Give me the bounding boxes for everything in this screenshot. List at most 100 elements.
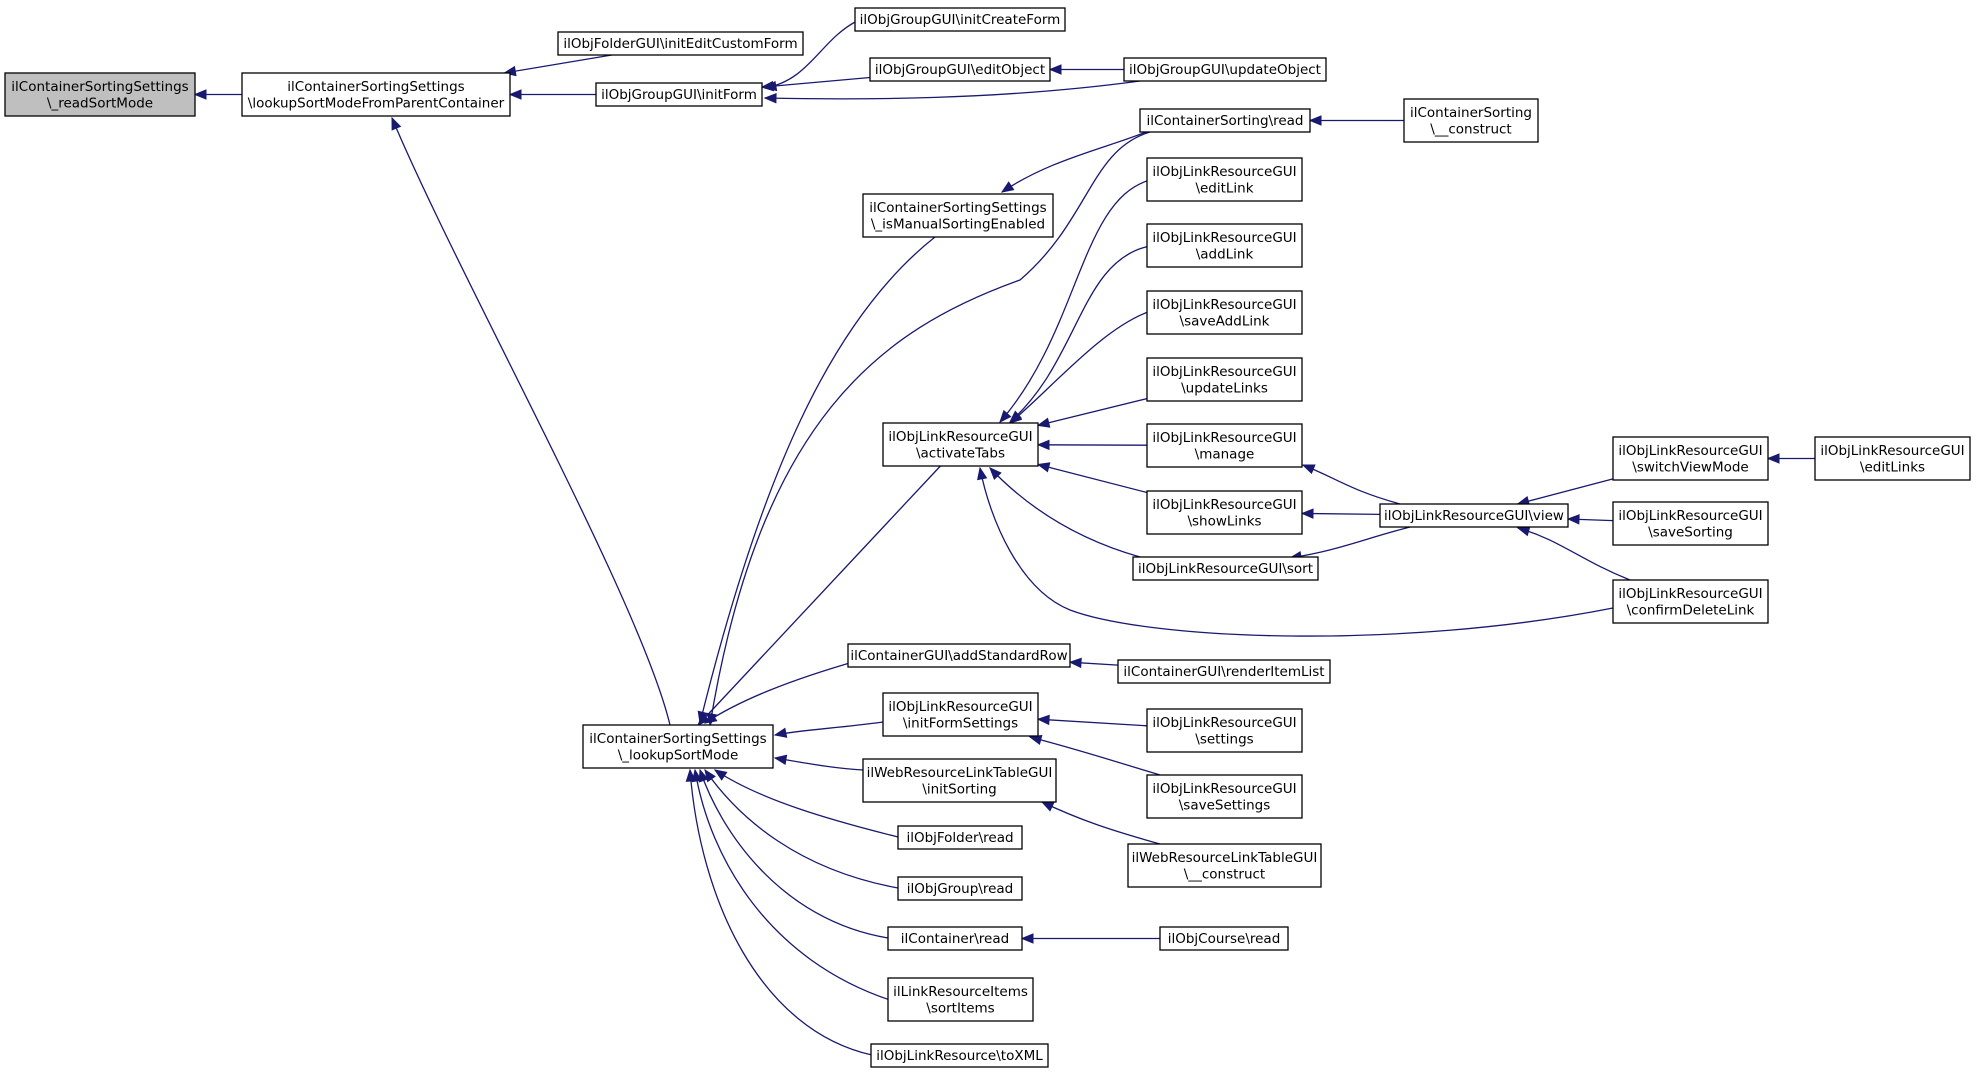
arrowhead (999, 409, 1012, 423)
node-lrItemsSortItems[interactable]: ilLinkResourceItems\sortItems (887, 977, 1034, 1022)
node-label-line: ilObjFolderGUI\initEditCustomForm (563, 36, 797, 52)
arrowhead (773, 727, 788, 738)
edge-lookupSortMode-to-lookupSortModeFromParent (391, 116, 671, 726)
node-webResInitSorting[interactable]: ilWebResourceLinkTableGUI\initSorting (862, 758, 1057, 803)
arrowhead (703, 712, 718, 724)
node-lrUpdateLinks[interactable]: ilObjLinkResourceGUI\updateLinks (1146, 357, 1303, 402)
node-groupRead[interactable]: ilObjGroup\read (897, 876, 1023, 901)
node-box (847, 643, 1071, 668)
node-lrToXML[interactable]: ilObjLinkResource\toXML (870, 1043, 1049, 1068)
node-lrConfirmDeleteLink[interactable]: ilObjLinkResourceGUI\confirmDeleteLink (1612, 579, 1769, 624)
node-box (1814, 436, 1971, 481)
node-label-line: ilContainerGUI\addStandardRow (850, 648, 1067, 664)
arrowhead (508, 89, 522, 100)
node-lookupSortMode[interactable]: ilContainerSortingSettings\_lookupSortMo… (582, 724, 774, 769)
node-box (1612, 436, 1769, 481)
node-box (1146, 708, 1303, 753)
node-containerRead[interactable]: ilContainer\read (887, 926, 1023, 951)
node-label-line: ilContainerSortingSettings (11, 79, 188, 95)
node-lrSwitchViewMode[interactable]: ilObjLinkResourceGUI\switchViewMode (1612, 436, 1769, 481)
node-box (882, 692, 1039, 737)
node-groupInitCreateForm[interactable]: ilObjGroupGUI\initCreateForm (854, 7, 1066, 32)
arrowhead (760, 80, 774, 92)
edge-lrSaveAddLink-to-lrActivateTabs (1008, 311, 1149, 424)
node-label-line: ilObjGroup\read (907, 881, 1014, 897)
node-box (582, 724, 774, 769)
node-lrAddLink[interactable]: ilObjLinkResourceGUI\addLink (1146, 223, 1303, 268)
node-lrManage[interactable]: ilObjLinkResourceGUI\manage (1146, 423, 1303, 468)
node-courseRead[interactable]: ilObjCourse\read (1159, 926, 1289, 951)
node-box (887, 977, 1034, 1022)
node-label-line: ilContainerSortingSettings (589, 731, 766, 747)
node-containerSortingRead[interactable]: ilContainerSorting\read (1139, 108, 1311, 133)
node-label-line: ilObjLinkResourceGUI (1618, 443, 1762, 459)
node-label-line: ilObjLinkResourceGUI (1618, 586, 1762, 602)
node-label-line: \__construct (1430, 121, 1511, 137)
edge-lrSettings-to-lrInitFormSettings (1036, 714, 1148, 727)
node-box (1146, 157, 1303, 202)
node-lrEditLink[interactable]: ilObjLinkResourceGUI\editLink (1146, 157, 1303, 202)
node-box (1127, 843, 1322, 888)
node-lrEditLinks[interactable]: ilObjLinkResourceGUI\editLinks (1814, 436, 1971, 481)
node-label-line: ilObjLinkResourceGUI (1152, 430, 1296, 446)
node-isManualSortingEnabled[interactable]: ilContainerSortingSettings\_isManualSort… (862, 193, 1054, 238)
node-label-line: ilObjLinkResourceGUI (1152, 364, 1296, 380)
arrowhead (1020, 933, 1034, 944)
node-lookupSortModeFromParent[interactable]: ilContainerSortingSettings\lookupSortMod… (241, 72, 511, 117)
node-containerAddStandardRow[interactable]: ilContainerGUI\addStandardRow (847, 643, 1071, 668)
node-containerRenderItemList[interactable]: ilContainerGUI\renderItemList (1117, 659, 1331, 684)
node-lrSettings[interactable]: ilObjLinkResourceGUI\settings (1146, 708, 1303, 753)
arrowhead (977, 466, 988, 481)
node-lrSort[interactable]: ilObjLinkResourceGUI\sort (1132, 556, 1319, 581)
node-label-line: ilWebResourceLinkTableGUI (867, 765, 1053, 781)
arrowhead (1566, 514, 1580, 525)
node-label-line: ilObjLinkResourceGUI (1152, 230, 1296, 246)
node-box (1146, 223, 1303, 268)
node-webResConstruct[interactable]: ilWebResourceLinkTableGUI\__construct (1127, 843, 1322, 888)
node-box (1139, 108, 1311, 133)
node-lrSaveSorting[interactable]: ilObjLinkResourceGUI\saveSorting (1612, 501, 1769, 546)
edge-groupUpdateObject-to-groupEditObject (1048, 64, 1124, 75)
node-lrShowLinks[interactable]: ilObjLinkResourceGUI\showLinks (1146, 490, 1303, 535)
node-lrView[interactable]: ilObjLinkResourceGUI\view (1379, 503, 1569, 528)
node-folderRead[interactable]: ilObjFolder\read (897, 825, 1023, 850)
node-groupUpdateObject[interactable]: ilObjGroupGUI\updateObject (1123, 57, 1327, 82)
node-groupEditObject[interactable]: ilObjGroupGUI\editObject (869, 57, 1051, 82)
edge-lrUpdateLinks-to-lrActivateTabs (1036, 397, 1148, 428)
node-box (4, 72, 196, 117)
node-lrSaveAddLink[interactable]: ilObjLinkResourceGUI\saveAddLink (1146, 290, 1303, 335)
node-box (887, 926, 1023, 951)
arrowhead (1068, 657, 1082, 669)
arrowhead (1036, 714, 1050, 726)
node-label-line: ilWebResourceLinkTableGUI (1132, 850, 1318, 866)
node-label-line: \editLinks (1860, 459, 1925, 475)
node-label-line: \initFormSettings (903, 715, 1018, 731)
node-label-line: \settings (1195, 731, 1253, 747)
arrowhead (763, 92, 777, 104)
arrowhead (697, 713, 710, 726)
edge-lrConfirmDeleteLink-to-lrView (1516, 526, 1631, 581)
node-lrSaveSettings[interactable]: ilObjLinkResourceGUI\saveSettings (1146, 774, 1303, 819)
node-box (241, 72, 511, 117)
node-box (862, 758, 1057, 803)
arrowhead (1000, 181, 1015, 193)
node-label-line: \confirmDeleteLink (1627, 602, 1755, 618)
node-containerSortingConstruct[interactable]: ilContainerSorting\__construct (1403, 98, 1539, 143)
node-label-line: \addLink (1196, 246, 1254, 262)
node-label-line: ilObjLinkResourceGUI (1152, 715, 1296, 731)
node-folderInitEditCustomForm[interactable]: ilObjFolderGUI\initEditCustomForm (557, 31, 804, 56)
node-layer: ilContainerSortingSettings\_readSortMode… (4, 7, 1971, 1068)
node-readSortMode[interactable]: ilContainerSortingSettings\_readSortMode (4, 72, 196, 117)
node-lrInitFormSettings[interactable]: ilObjLinkResourceGUI\initFormSettings (882, 692, 1039, 737)
arrowhead (1766, 453, 1780, 464)
node-groupInitForm[interactable]: ilObjGroupGUI\initForm (595, 82, 763, 107)
node-label-line: ilContainer\read (901, 931, 1009, 947)
arrowhead (1036, 417, 1051, 428)
node-label-line: ilObjLinkResourceGUI (1152, 297, 1296, 313)
arrowhead (773, 754, 788, 765)
node-label-line: ilObjLinkResourceGUI\sort (1138, 561, 1313, 577)
node-lrActivateTabs[interactable]: ilObjLinkResourceGUI\activateTabs (882, 422, 1039, 467)
node-label-line: ilObjLinkResourceGUI (1618, 508, 1762, 524)
node-label-line: ilObjLinkResource\toXML (876, 1048, 1043, 1064)
arrowhead (193, 89, 207, 100)
